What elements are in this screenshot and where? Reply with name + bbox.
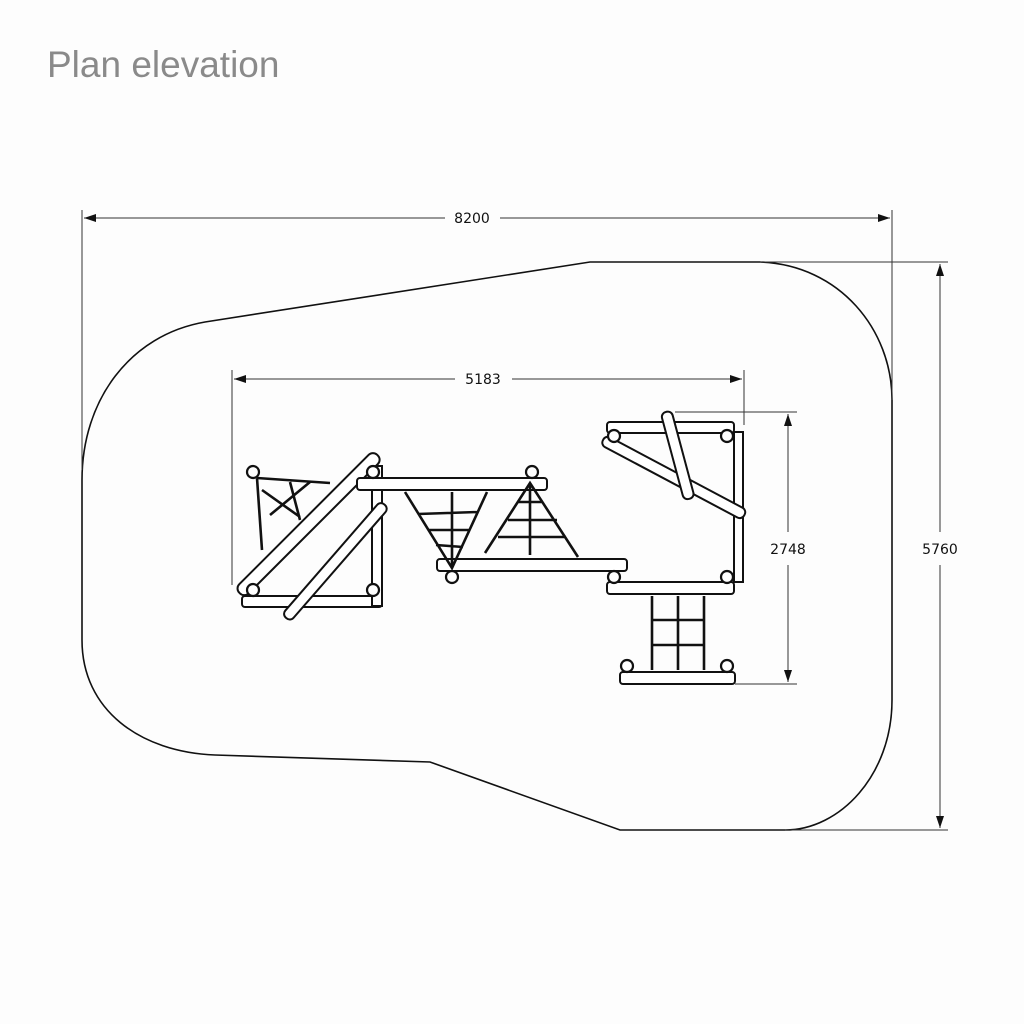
dimension-label-5760: 5760 <box>922 542 958 558</box>
posts <box>245 428 735 674</box>
dimension-overall-width: 8200 <box>81 210 893 470</box>
dimension-label-8200: 8200 <box>454 211 490 227</box>
dimension-equipment-width: 5183 <box>231 370 745 585</box>
dimension-equipment-depth: 2748 <box>675 411 806 685</box>
drawing-title: Plan elevation <box>47 44 280 85</box>
play-equipment <box>236 410 747 685</box>
dimension-overall-depth: 5760 <box>760 261 958 831</box>
dimension-label-5183: 5183 <box>465 372 501 388</box>
dimension-label-2748: 2748 <box>770 542 806 558</box>
